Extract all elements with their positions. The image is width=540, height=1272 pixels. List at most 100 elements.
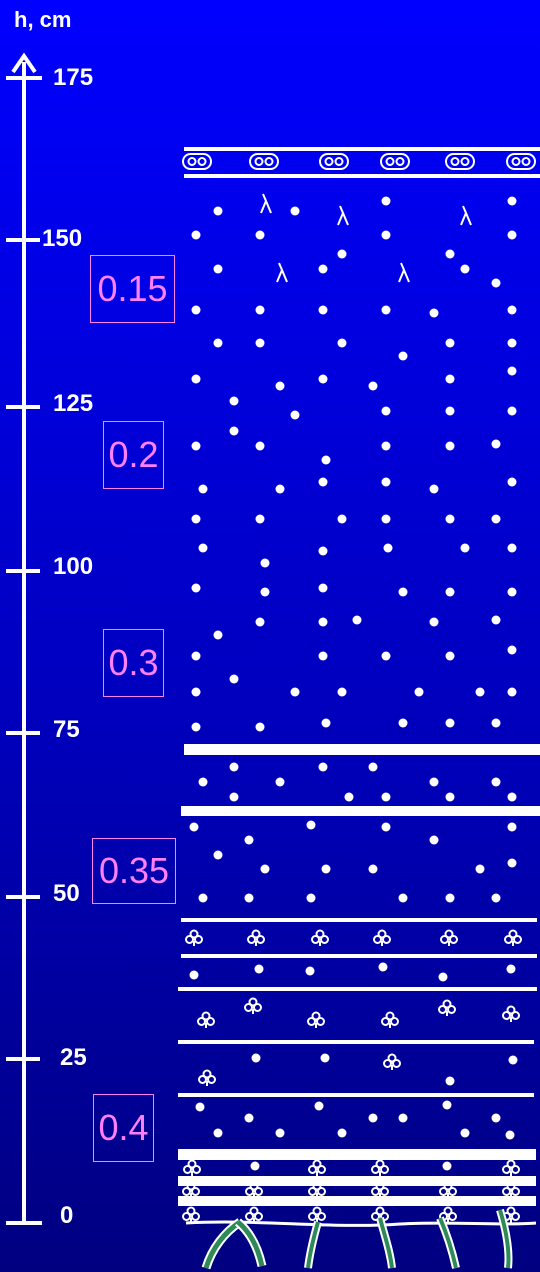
particle-dot	[491, 439, 501, 449]
particle-dot	[255, 338, 265, 348]
particle-dot	[445, 441, 455, 451]
particle-dot	[213, 630, 223, 640]
particle-dot	[260, 587, 270, 597]
clover-icon	[183, 1159, 201, 1176]
clover-icon	[440, 929, 458, 946]
particle-dot	[445, 249, 455, 259]
sprout-icon	[398, 262, 410, 283]
particle-dot	[318, 546, 328, 556]
coefficient-box-0-15: 0.15	[90, 255, 175, 323]
particle-dot	[191, 583, 201, 593]
particle-dot	[442, 1100, 452, 1110]
particle-dot	[398, 1113, 408, 1123]
particle-dot	[321, 455, 331, 465]
particle-dot	[344, 792, 354, 802]
particle-dot	[318, 583, 328, 593]
particle-dot	[429, 308, 439, 318]
particle-dot	[318, 477, 328, 487]
clover-icon	[308, 1159, 326, 1176]
particle-dot	[275, 777, 285, 787]
particle-dot	[429, 617, 439, 627]
sprout-icon	[260, 193, 272, 214]
tick-label-75: 75	[53, 716, 80, 743]
particle-dot	[507, 477, 517, 487]
particle-dot	[475, 687, 485, 697]
particle-dot	[398, 587, 408, 597]
particle-dot	[251, 1053, 261, 1063]
particle-dot	[460, 1128, 470, 1138]
particle-dot	[507, 587, 517, 597]
particle-dot	[213, 264, 223, 274]
particle-dot	[429, 835, 439, 845]
particle-dot	[442, 1161, 452, 1171]
particle-dot	[191, 374, 201, 384]
particle-dot	[505, 1130, 515, 1140]
particle-dot	[491, 893, 501, 903]
particle-dot	[475, 864, 485, 874]
particle-dot	[195, 1102, 205, 1112]
particle-dot	[255, 230, 265, 240]
particle-dot	[314, 1101, 324, 1111]
clover-icon	[247, 929, 265, 946]
particle-dot	[460, 543, 470, 553]
particle-dot	[368, 762, 378, 772]
coefficient-box-0-3: 0.3	[103, 629, 164, 697]
tick-label-25: 25	[60, 1044, 87, 1071]
clover-icon	[439, 1181, 457, 1198]
particle-dot	[254, 964, 264, 974]
clover-icon	[308, 1206, 326, 1223]
particle-dot	[445, 587, 455, 597]
particle-dot	[507, 230, 517, 240]
particle-dot	[507, 822, 517, 832]
particle-dot	[507, 792, 517, 802]
particle-dot	[229, 396, 239, 406]
clover-icon	[381, 1011, 399, 1028]
clover-icon	[373, 929, 391, 946]
particle-dot	[429, 484, 439, 494]
particle-dot	[306, 893, 316, 903]
coefficient-box-0-2: 0.2	[103, 421, 164, 489]
particle-dot	[507, 687, 517, 697]
particle-dot	[337, 687, 347, 697]
particle-dot	[460, 264, 470, 274]
particle-dot	[352, 615, 362, 625]
tick-label-50: 50	[53, 880, 80, 907]
sprout-icon	[460, 205, 472, 226]
sprout-icon	[337, 205, 349, 226]
particle-dot	[381, 406, 391, 416]
particle-dot	[191, 441, 201, 451]
particle-dot	[414, 687, 424, 697]
particle-dot	[438, 972, 448, 982]
particle-dot	[445, 718, 455, 728]
particle-dot	[337, 249, 347, 259]
particle-dot	[381, 230, 391, 240]
particle-dot	[260, 558, 270, 568]
particle-dot	[445, 338, 455, 348]
tick-label-100: 100	[53, 553, 94, 580]
particle-dot	[445, 792, 455, 802]
double-ring-icon	[249, 153, 279, 170]
clover-icon	[182, 1206, 200, 1223]
particle-dot	[381, 305, 391, 315]
particle-dot	[275, 381, 285, 391]
particle-dot	[255, 722, 265, 732]
particle-dot	[321, 718, 331, 728]
particle-dot	[381, 441, 391, 451]
particle-dot	[491, 718, 501, 728]
particle-dot	[290, 687, 300, 697]
particle-dot	[398, 893, 408, 903]
particle-dot	[508, 1055, 518, 1065]
particle-dot	[381, 514, 391, 524]
particle-dot	[229, 762, 239, 772]
particle-dot	[191, 687, 201, 697]
particle-dot	[229, 792, 239, 802]
particle-dot	[189, 970, 199, 980]
particle-dot	[429, 777, 439, 787]
particle-dot	[445, 893, 455, 903]
particle-dot	[381, 822, 391, 832]
particle-dot	[198, 777, 208, 787]
particle-dot	[255, 305, 265, 315]
particle-dot	[507, 543, 517, 553]
particle-dot	[378, 962, 388, 972]
